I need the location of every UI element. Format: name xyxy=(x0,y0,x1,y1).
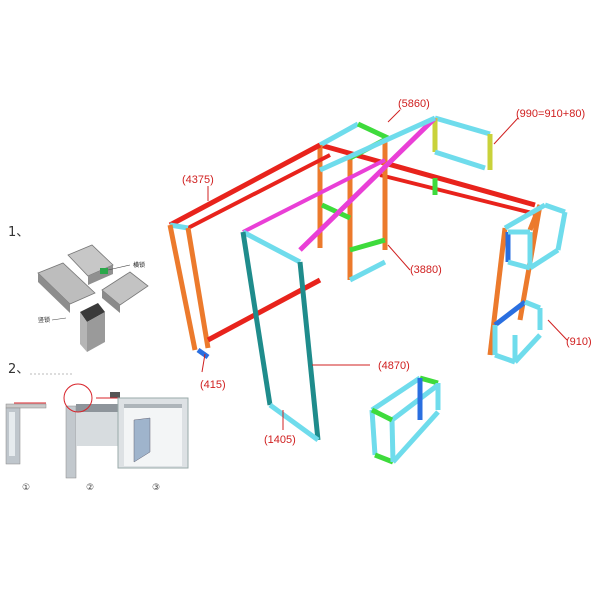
beam-back-green xyxy=(356,121,390,141)
beam-front-bottom xyxy=(268,402,320,443)
sequence-mark-3: ③ xyxy=(152,483,160,493)
beam-back-top-cyan xyxy=(318,121,360,148)
corner-connector-illustration xyxy=(37,244,149,352)
connector-label-top: 横锁 xyxy=(133,261,145,269)
dim-4870: (4870) xyxy=(378,360,410,372)
beam-magenta-top xyxy=(298,116,437,252)
step-1-label: 1、 xyxy=(8,225,29,240)
beam-left-4375-top xyxy=(168,142,322,228)
dim-1405: (1405) xyxy=(264,434,296,446)
assembly-step-3-image xyxy=(117,397,189,469)
beam-left-4375-inner xyxy=(187,153,331,230)
column-front-right xyxy=(297,261,321,441)
dimension-callouts xyxy=(201,109,568,430)
dim-4375: (4375) xyxy=(182,174,214,186)
dim-5860: (5860) xyxy=(398,98,430,110)
assembly-step-1-image xyxy=(5,402,47,465)
dim-910: (910) xyxy=(566,336,592,348)
beam-rear-lower xyxy=(379,173,541,217)
beam-magenta-lower xyxy=(242,158,386,234)
step-2-label: 2、 xyxy=(8,362,29,377)
dim-3880: (3880) xyxy=(410,264,442,276)
sequence-mark-2: ② xyxy=(86,483,94,493)
booth-frame xyxy=(167,115,568,465)
sequence-mark-1: ① xyxy=(22,483,30,493)
dim-415: (415) xyxy=(200,379,226,391)
connector-label-left: 竖锁 xyxy=(38,316,50,324)
dim-990: (990=910+80) xyxy=(516,108,585,120)
assembly-step-2-image xyxy=(63,383,120,479)
loose-cube-frame xyxy=(369,375,441,465)
beam-front-top xyxy=(241,229,302,265)
column-front-left xyxy=(240,231,273,406)
